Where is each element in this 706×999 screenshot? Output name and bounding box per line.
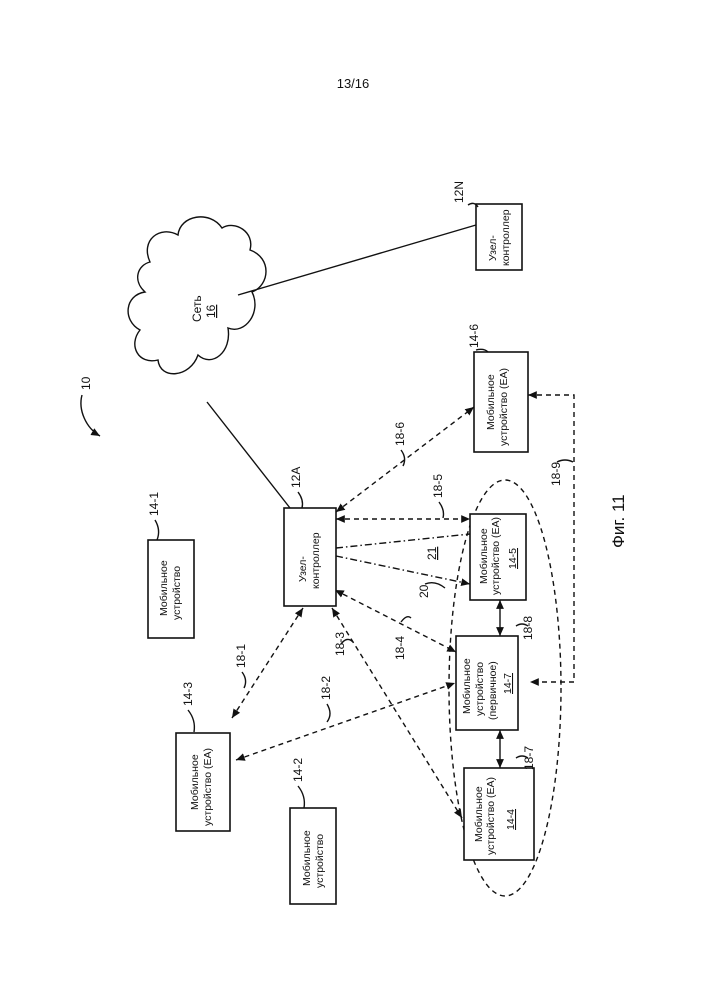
controller-a-line1: Узел- [297,556,309,582]
link-network-controller-n [238,225,476,295]
node-controller-a: Узел- контроллер [284,508,336,606]
controller-n-line1: Узел- [487,235,499,261]
dev-14-5-line1: Мобильное [478,528,490,584]
group-link-ref: 21 [425,546,439,560]
dev-14-7-line2: устройство [474,662,486,716]
dev-14-5-id: 14-5 [507,548,519,569]
dev-14-1-ref-leader [155,520,159,540]
link-18-4-label: 18-4 [393,636,407,660]
link-18-8-label: 18-8 [521,616,535,640]
controller-a-line2: контроллер [310,532,322,589]
dev-14-6-ref: 14-6 [467,324,481,348]
dev-14-3-line2: устройство (ЕА) [202,748,214,826]
system-ref-leader [81,395,100,436]
link-18-2 [236,683,455,760]
dev-14-1-ref: 14-1 [147,492,161,516]
node-controller-n: Узел- контроллер [476,204,522,270]
node-device-14-1: Мобильное устройство [148,540,194,638]
link-18-6-leader [401,450,405,466]
dev-14-2-line2: устройство [314,834,326,888]
link-18-4-leader [401,617,411,622]
dev-14-6-line2: устройство (ЕА) [498,368,510,446]
dev-14-2-ref: 14-2 [291,758,305,782]
node-device-14-4: Мобильное устройство (ЕА) 14-4 [464,768,534,860]
dev-14-3-ref-leader [188,710,194,732]
link-18-2-label: 18-2 [319,676,333,700]
link-18-1-leader [242,672,246,688]
link-18-2-leader [327,704,330,722]
dev-14-3-line1: Мобильное [189,754,201,810]
dev-14-4-line2: устройство (ЕА) [485,777,497,855]
dev-14-7-line1: Мобильное [461,658,473,714]
node-device-14-3: Мобильное устройство (ЕА) [176,733,230,831]
dev-14-1-line1: Мобильное [158,560,170,616]
network-label: Сеть [190,295,204,322]
link-18-7-label: 18-7 [522,746,536,770]
dev-14-4-id: 14-4 [505,809,517,830]
network-number: 16 [204,304,218,318]
node-device-14-2: Мобильное устройство [290,808,336,904]
node-device-14-7: Мобильное устройство (первичное) 14-7 [456,636,518,730]
dev-14-7-line3: (первичное) [487,661,499,720]
dev-14-1-line2: устройство [171,566,183,620]
link-18-1-label: 18-1 [234,644,248,668]
controller-n-ref: 12N [452,181,466,203]
dev-14-2-line1: Мобильное [301,830,313,886]
system-ref: 10 [79,376,93,390]
link-18-5-label: 18-5 [431,474,445,498]
controller-a-ref-leader [298,492,303,508]
link-21-b [336,556,470,584]
link-18-9-leader [557,460,573,462]
dev-14-4-line1: Мобильное [473,786,485,842]
node-device-14-6: Мобильное устройство (ЕА) [474,352,528,452]
dev-14-3-ref: 14-3 [181,682,195,706]
controller-n-line2: контроллер [500,209,512,266]
link-18-6-label: 18-6 [393,422,407,446]
dev-14-7-id: 14-7 [502,673,514,694]
node-device-14-5: Мобильное устройство (ЕА) 14-5 [470,514,526,600]
dev-14-2-ref-leader [298,786,304,808]
dev-14-6-line1: Мобильное [485,374,497,430]
link-network-controller-a [207,402,290,508]
controller-a-ref: 12A [289,467,303,488]
figure-caption: Фиг. 11 [609,494,628,548]
group-ref: 20 [417,584,431,598]
link-18-3-label: 18-3 [333,632,347,656]
link-18-5-leader [439,502,444,518]
link-18-9-label: 18-9 [549,462,563,486]
link-21-a [336,534,470,548]
dev-14-5-line2: устройство (ЕА) [490,517,502,595]
